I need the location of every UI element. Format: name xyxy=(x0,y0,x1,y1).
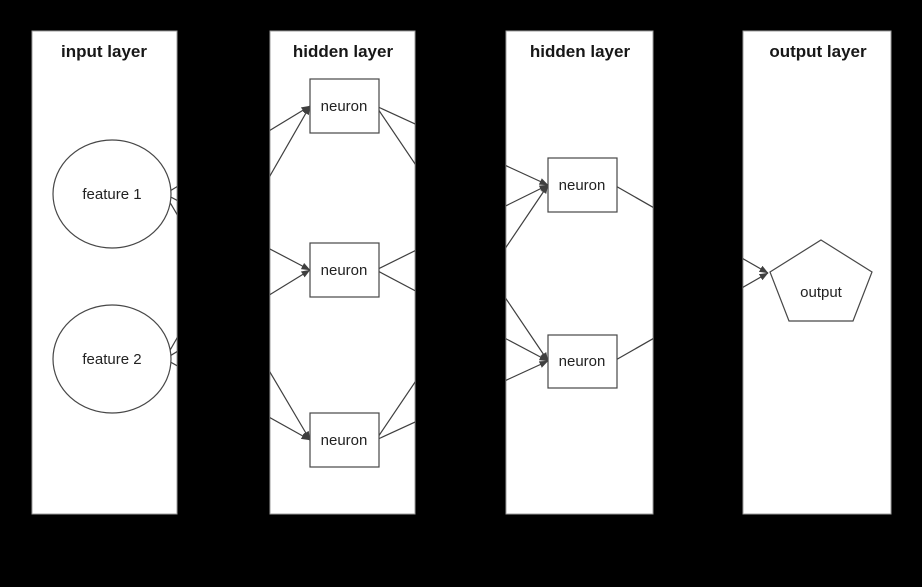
label-neuron-1-2: neuron xyxy=(321,262,368,279)
node-feature-2 xyxy=(52,304,172,414)
node-neuron-2-2 xyxy=(547,334,618,389)
label-neuron-1-1: neuron xyxy=(321,98,368,115)
label-neuron-2-2: neuron xyxy=(559,353,606,370)
label-feature-2: feature 2 xyxy=(82,351,141,368)
node-neuron-2-1 xyxy=(547,157,618,213)
node-neuron-1-2 xyxy=(309,242,380,298)
title-hidden-layer-2: hidden layer xyxy=(530,42,631,61)
title-output-layer: output layer xyxy=(769,42,867,61)
title-hidden-layer-1: hidden layer xyxy=(293,42,394,61)
title-input-layer: input layer xyxy=(61,42,147,61)
panel-hidden-layer-2 xyxy=(505,30,654,515)
edges-group xyxy=(164,105,769,441)
label-neuron-2-1: neuron xyxy=(559,177,606,194)
node-neuron-1-3 xyxy=(309,412,380,468)
node-output xyxy=(769,239,873,322)
label-neuron-1-3: neuron xyxy=(321,432,368,449)
label-feature-1: feature 1 xyxy=(82,186,141,203)
panel-input-layer xyxy=(31,30,178,515)
label-output: output xyxy=(800,284,843,301)
node-feature-1 xyxy=(52,139,172,249)
node-neuron-1-1 xyxy=(309,78,380,134)
